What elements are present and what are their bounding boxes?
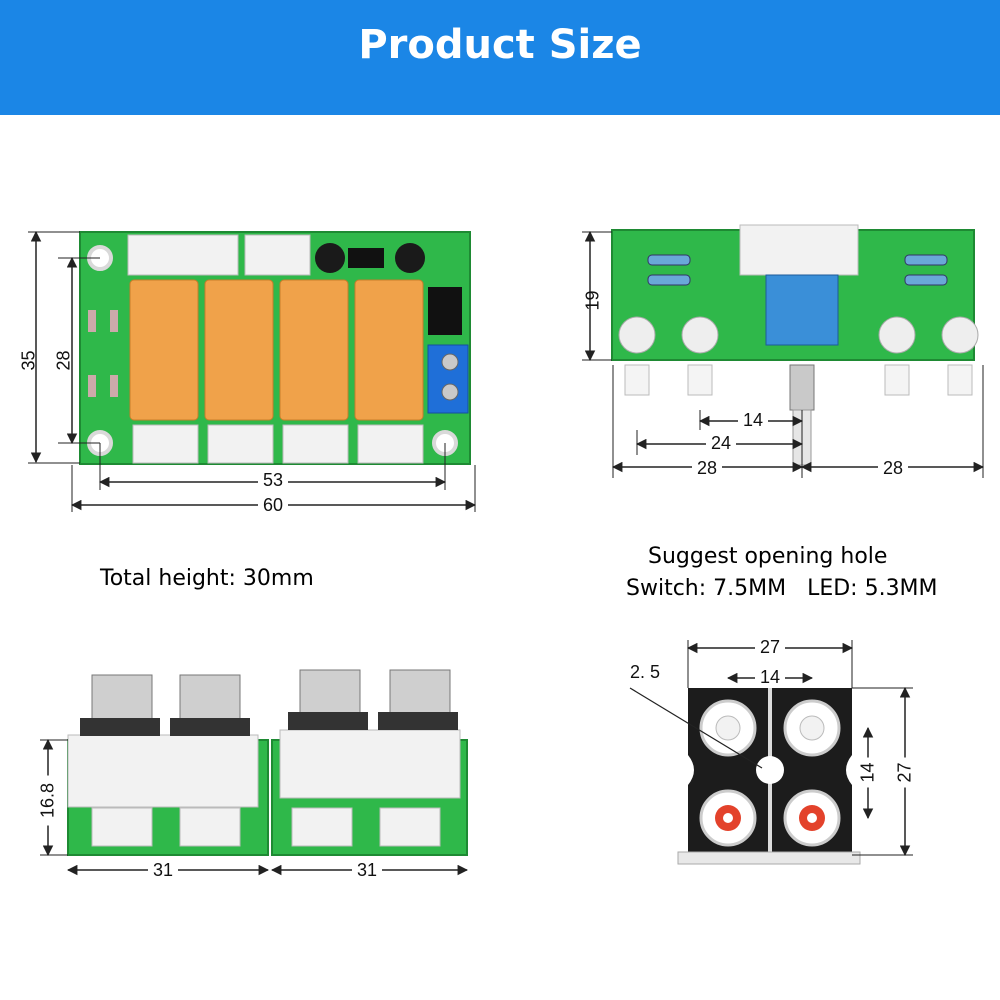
relay-4 — [354, 279, 424, 421]
dim-jack-hole: 2. 5 — [629, 662, 661, 682]
center-hole — [756, 756, 784, 784]
suggest-detail: Switch: 7.5MM LED: 5.3MM — [626, 576, 938, 601]
dim-rca-height: 16.8 — [37, 775, 59, 826]
dim-switch-left-28: 28 — [692, 458, 722, 479]
rca-housing — [279, 729, 461, 799]
relay-1 — [129, 279, 199, 421]
switch-board — [611, 224, 979, 466]
dim-relay-height-inner: 28 — [53, 350, 74, 371]
rca-jack — [299, 669, 361, 721]
dim-jack-height-inner: 14 — [857, 757, 879, 788]
rotary-switch — [765, 274, 839, 346]
dim-rca-right-width: 31 — [352, 860, 382, 881]
led-2 — [681, 316, 719, 354]
diode — [348, 248, 384, 268]
switch-connector — [739, 224, 859, 276]
top-connector — [244, 234, 311, 276]
page-title: Product Size — [358, 22, 642, 68]
dim-switch-14: 14 — [738, 410, 768, 431]
suggest-title: Suggest opening hole — [648, 544, 888, 569]
dim-switch-right-28: 28 — [878, 458, 908, 479]
relay-3 — [279, 279, 349, 421]
dim-relay-height-outer: 35 — [18, 350, 39, 371]
bottom-connector — [282, 424, 349, 464]
regulator — [428, 287, 462, 335]
bottom-connector — [357, 424, 424, 464]
dim-relay-width-outer: 60 — [258, 495, 288, 516]
led-1 — [618, 316, 656, 354]
rca-jack — [91, 674, 153, 726]
relay-2 — [204, 279, 274, 421]
led-3 — [878, 316, 916, 354]
led-4 — [941, 316, 979, 354]
dim-jack-width-inner: 14 — [755, 667, 785, 688]
dim-jack-width-outer: 27 — [755, 637, 785, 658]
header-banner: Product Size — [0, 0, 1000, 115]
dim-jack-height-outer: 27 — [894, 757, 916, 788]
bottom-connector — [207, 424, 274, 464]
bottom-connector — [132, 424, 199, 464]
total-height-note: Total height: 30mm — [100, 566, 314, 591]
capacitor — [315, 243, 345, 273]
rca-jack — [179, 674, 241, 726]
rca-board — [67, 669, 468, 856]
dim-switch-height: 19 — [582, 290, 603, 311]
dim-switch-24: 24 — [706, 433, 736, 454]
dim-rca-left-width: 31 — [148, 860, 178, 881]
rca-housing — [67, 734, 259, 808]
rca-jack — [389, 669, 451, 721]
rca-jack-block — [677, 688, 861, 865]
relay-board — [79, 231, 471, 465]
capacitor — [395, 243, 425, 273]
dim-relay-width-inner: 53 — [258, 470, 288, 491]
switch-shaft — [789, 364, 815, 411]
top-connector — [127, 234, 239, 276]
